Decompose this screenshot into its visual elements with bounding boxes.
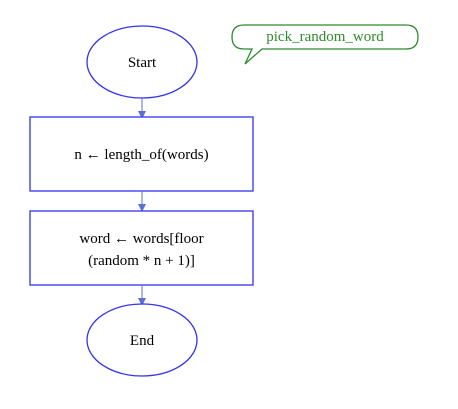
start-label: Start — [128, 55, 157, 71]
callout-bubble — [231, 24, 419, 65]
step1-node: n ← length_of(words) — [29, 116, 254, 192]
step2-node: word ← words[floor (random * n + 1)] — [29, 210, 254, 286]
step2-rect — [29, 210, 254, 286]
step2-label-line2: (random * n + 1)] — [88, 253, 195, 269]
function-name-callout: pick_random_word — [231, 24, 419, 65]
end-ellipse — [86, 303, 198, 377]
step1-label: n ← length_of(words) — [74, 147, 208, 163]
function-name-label: pick_random_word — [266, 29, 384, 45]
start-node: Start — [86, 25, 198, 99]
end-label: End — [130, 333, 155, 349]
step2-label-line1: word ← words[floor — [79, 231, 203, 247]
end-node: End — [86, 303, 198, 377]
